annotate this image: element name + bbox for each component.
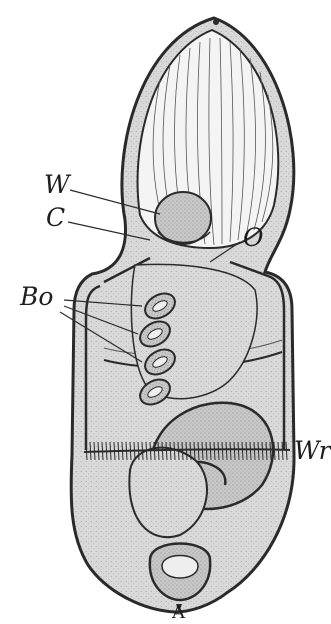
label-C: C — [46, 205, 65, 230]
label-W: W — [44, 172, 70, 197]
foot-inner — [162, 556, 198, 579]
apical-point — [213, 19, 219, 25]
label-A: A — [172, 604, 185, 622]
lower-sac — [129, 448, 207, 538]
label-Bo: Bo — [20, 284, 53, 309]
label-Wr: Wr — [294, 438, 331, 463]
label-O: O — [243, 225, 264, 250]
